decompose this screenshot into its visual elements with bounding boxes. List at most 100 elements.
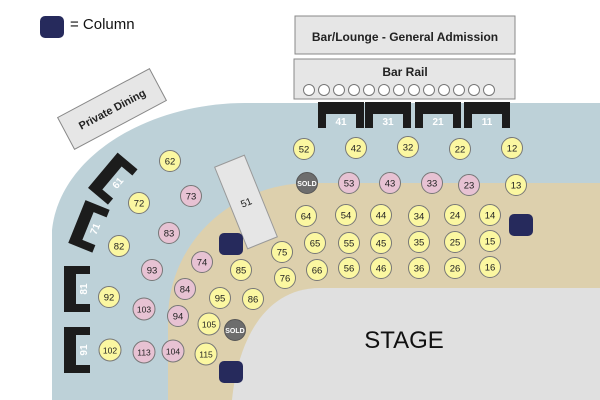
seat-15[interactable]: 15	[479, 230, 501, 252]
seat-73[interactable]: 73	[180, 185, 202, 207]
seat-53[interactable]: 53	[338, 172, 360, 194]
seat-13[interactable]: 13	[505, 174, 527, 196]
seat-65[interactable]: 65	[304, 232, 326, 254]
booth-41[interactable]: 41	[318, 102, 364, 128]
table-51-label: 51	[239, 196, 254, 211]
seat-34[interactable]: 34	[408, 205, 430, 227]
bar-stool-icon	[408, 84, 420, 96]
seat-55[interactable]: 55	[338, 232, 360, 254]
general-admission-box[interactable]	[294, 15, 516, 55]
sold-seat: SOLD	[296, 172, 318, 194]
seat-95[interactable]: 95	[209, 287, 231, 309]
seat-16[interactable]: 16	[479, 256, 501, 278]
seat-104[interactable]: 104	[161, 339, 185, 363]
seat-number: 66	[312, 266, 323, 277]
booth-21[interactable]: 21	[415, 102, 461, 128]
seat-32[interactable]: 32	[397, 136, 419, 158]
seat-94[interactable]: 94	[167, 305, 189, 327]
seat-number: 42	[351, 144, 362, 155]
seat-number: 32	[403, 143, 414, 154]
seat-86[interactable]: 86	[242, 288, 264, 310]
bar-stool-icon	[318, 84, 330, 96]
seat-66[interactable]: 66	[306, 259, 328, 281]
seat-76[interactable]: 76	[274, 267, 296, 289]
seat-24[interactable]: 24	[444, 204, 466, 226]
seat-number: 113	[137, 348, 151, 358]
seat-54[interactable]: 54	[335, 204, 357, 226]
private-dining-box[interactable]	[56, 68, 168, 150]
seat-103[interactable]: 103	[132, 297, 156, 321]
seat-number: 95	[215, 294, 226, 305]
seat-62[interactable]: 62	[159, 150, 181, 172]
legend-column-icon	[40, 16, 64, 38]
seat-46[interactable]: 46	[370, 257, 392, 279]
seat-number: 16	[485, 263, 496, 274]
booth-81[interactable]: 81	[64, 266, 90, 312]
seat-number: 46	[376, 264, 387, 275]
seat-75[interactable]: 75	[271, 241, 293, 263]
seat-72[interactable]: 72	[128, 192, 150, 214]
seat-number: 33	[427, 179, 438, 190]
seat-22[interactable]: 22	[449, 138, 471, 160]
booth-91[interactable]: 91	[64, 327, 90, 373]
seat-105[interactable]: 105	[197, 312, 221, 336]
seat-number: 13	[511, 181, 522, 192]
seat-113[interactable]: 113	[132, 340, 156, 364]
seat-36[interactable]: 36	[408, 257, 430, 279]
seat-number: 22	[455, 145, 466, 156]
booth-71[interactable]: 71	[68, 200, 110, 253]
seat-83[interactable]: 83	[158, 222, 180, 244]
bar-stool-icon	[393, 84, 405, 96]
seat-number: 26	[450, 264, 461, 275]
seat-25[interactable]: 25	[444, 231, 466, 253]
general-admission-label: Bar/Lounge - General Admission	[312, 30, 498, 44]
booth-11[interactable]: 11	[464, 102, 510, 128]
booth-label: 21	[432, 117, 444, 128]
seat-number: 35	[414, 238, 425, 249]
seat-45[interactable]: 45	[370, 232, 392, 254]
seat-64[interactable]: 64	[295, 205, 317, 227]
seat-82[interactable]: 82	[108, 235, 130, 257]
booth-label: 41	[335, 117, 347, 128]
seat-number: 76	[280, 274, 291, 285]
sold-label: SOLD	[297, 181, 316, 188]
seat-93[interactable]: 93	[141, 259, 163, 281]
seat-26[interactable]: 26	[444, 257, 466, 279]
bar-stools	[303, 84, 495, 96]
booth-31[interactable]: 31	[365, 102, 411, 128]
seat-23[interactable]: 23	[458, 174, 480, 196]
seat-number: 62	[165, 157, 176, 168]
seat-56[interactable]: 56	[338, 257, 360, 279]
seat-92[interactable]: 92	[98, 286, 120, 308]
seat-43[interactable]: 43	[379, 172, 401, 194]
booth-label: 11	[482, 117, 493, 128]
bar-stool-icon	[378, 84, 390, 96]
seat-number: 65	[310, 239, 321, 250]
seat-number: 24	[450, 211, 461, 222]
seat-number: 12	[507, 144, 518, 155]
seat-42[interactable]: 42	[345, 137, 367, 159]
seat-115[interactable]: 115	[194, 342, 218, 366]
bar-stool-icon	[423, 84, 435, 96]
seat-85[interactable]: 85	[230, 259, 252, 281]
seat-44[interactable]: 44	[370, 204, 392, 226]
seat-33[interactable]: 33	[421, 172, 443, 194]
seat-84[interactable]: 84	[174, 278, 196, 300]
column-icon	[219, 233, 243, 255]
table-51[interactable]	[214, 154, 278, 250]
seat-35[interactable]: 35	[408, 231, 430, 253]
seat-number: 94	[173, 312, 184, 323]
seat-74[interactable]: 74	[191, 251, 213, 273]
seat-102[interactable]: 102	[98, 338, 122, 362]
seat-14[interactable]: 14	[479, 204, 501, 226]
seat-number: 14	[485, 211, 496, 222]
seat-number: 56	[344, 264, 355, 275]
seats: 52 42 32 22 12 13 62 72 82 92 102 64 54 44 34 24 14 65 55 4…	[98, 136, 527, 366]
stage-area	[232, 288, 600, 400]
seat-52[interactable]: 52	[293, 138, 315, 160]
seat-number: 75	[277, 248, 288, 259]
seat-12[interactable]: 12	[501, 137, 523, 159]
bar-stool-icon	[348, 84, 360, 96]
booth-label: 91	[79, 344, 90, 356]
